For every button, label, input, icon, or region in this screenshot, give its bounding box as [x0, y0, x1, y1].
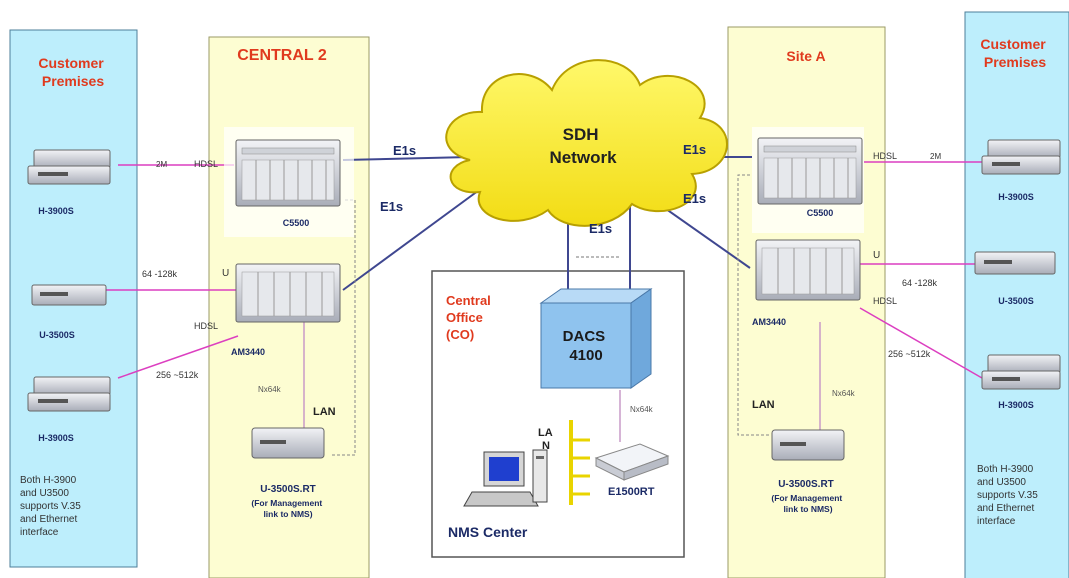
- label-nx64-sa: Nx64k: [832, 389, 856, 398]
- right-h3900s-bottom-label: H-3900S: [998, 400, 1034, 410]
- sa-u3500srt-label: U-3500S.RT: [778, 479, 834, 490]
- label-nx64-c2: Nx64k: [258, 385, 282, 394]
- label-e1s-center: E1s: [589, 221, 612, 236]
- central2-title: CENTRAL 2: [237, 47, 327, 64]
- label-2m-right: 2M: [930, 152, 941, 161]
- sdh-cloud: SDH Network: [445, 59, 728, 227]
- c2-u3500srt: [251, 427, 325, 459]
- e1500rt: [594, 443, 670, 481]
- nms-computer: [463, 449, 548, 507]
- c2-mgmt-note: (For Management link to NMS): [251, 498, 324, 519]
- left-h3900s-top-label: H-3900S: [38, 206, 74, 216]
- co-title: Central Office (CO): [446, 293, 494, 342]
- label-hdsl-left: HDSL: [194, 321, 218, 331]
- label-hdsl-right: HDSL: [873, 296, 897, 306]
- left-h3900s-bottom-label: H-3900S: [38, 433, 74, 443]
- label-e1s-sa-top: E1s: [683, 142, 706, 157]
- right-u3500s-label: U-3500S: [998, 296, 1034, 306]
- e1500rt-label: E1500RT: [608, 486, 655, 498]
- label-256-512-right: 256 ~512k: [888, 349, 931, 359]
- label-e1s-c2-bottom: E1s: [380, 199, 403, 214]
- label-u-left: U: [222, 268, 229, 279]
- right-h3900s-top: [981, 139, 1061, 175]
- c2-c5500: [224, 127, 354, 237]
- label-u-right: U: [873, 250, 880, 261]
- right-u3500s: [974, 251, 1056, 275]
- sitea-title: Site A: [786, 48, 825, 64]
- label-2m-left: 2M: [156, 160, 167, 169]
- cloud-label: SDH Network: [549, 125, 617, 167]
- label-e1s-c2-top: E1s: [393, 143, 416, 158]
- label-lan-sa: LAN: [752, 399, 775, 411]
- label-hdsl-left-top: HDSL: [194, 159, 218, 169]
- left-h3900s-bottom: [27, 376, 111, 412]
- left-u3500s: [31, 284, 107, 306]
- left-u3500s-label: U-3500S: [39, 330, 75, 340]
- left-support-note: Both H-3900 and U3500 supports V.35 and …: [20, 475, 84, 538]
- nms-center-label: NMS Center: [448, 524, 528, 540]
- label-e1s-sa-bottom: E1s: [683, 191, 706, 206]
- c2-am3440-label: AM3440: [231, 347, 265, 357]
- link-left-h3900b-am3440: [117, 335, 239, 379]
- sitea-panel: [727, 26, 886, 578]
- right-support-note: Both H-3900 and U3500 supports V.35 and …: [977, 464, 1041, 527]
- lan-dashed-sa: [737, 174, 770, 436]
- label-nx64-co: Nx64k: [630, 405, 654, 414]
- sa-mgmt-note: (For Management link to NMS): [771, 493, 844, 514]
- label-64-128-left: 64 -128k: [142, 269, 178, 279]
- right-h3900s-top-label: H-3900S: [998, 192, 1034, 202]
- dacs-4100: DACS 4100: [539, 288, 653, 389]
- c2-c5500-label: C5500: [283, 218, 310, 228]
- c2-am3440: [235, 263, 341, 323]
- sa-am3440-label: AM3440: [752, 317, 786, 327]
- lan-backbone: [569, 420, 590, 505]
- right-h3900s-bottom: [981, 354, 1061, 390]
- co-lan-label: LA N: [538, 427, 555, 452]
- link-right-am3440-h3900b: [859, 307, 983, 379]
- label-256-512-left: 256 ~512k: [156, 370, 199, 380]
- e1-c2-am3440: [342, 184, 487, 291]
- label-lan-c2: LAN: [313, 406, 336, 418]
- right-customer-title: Customer Premises: [980, 36, 1049, 70]
- left-customer-title: Customer Premises: [38, 55, 107, 89]
- left-h3900s-top: [27, 149, 111, 185]
- c2-u3500srt-label: U-3500S.RT: [260, 484, 316, 495]
- label-64-128-right: 64 -128k: [902, 278, 938, 288]
- right-customer-panel: [964, 11, 1069, 578]
- sa-am3440: [755, 239, 861, 301]
- sa-c5500-label: C5500: [807, 208, 834, 218]
- sa-c5500: [752, 127, 864, 233]
- label-hdsl-right-top: HDSL: [873, 151, 897, 161]
- dacs-label: DACS 4100: [563, 328, 610, 364]
- sa-u3500srt: [771, 429, 845, 461]
- e1-c2-c5500: [342, 156, 471, 161]
